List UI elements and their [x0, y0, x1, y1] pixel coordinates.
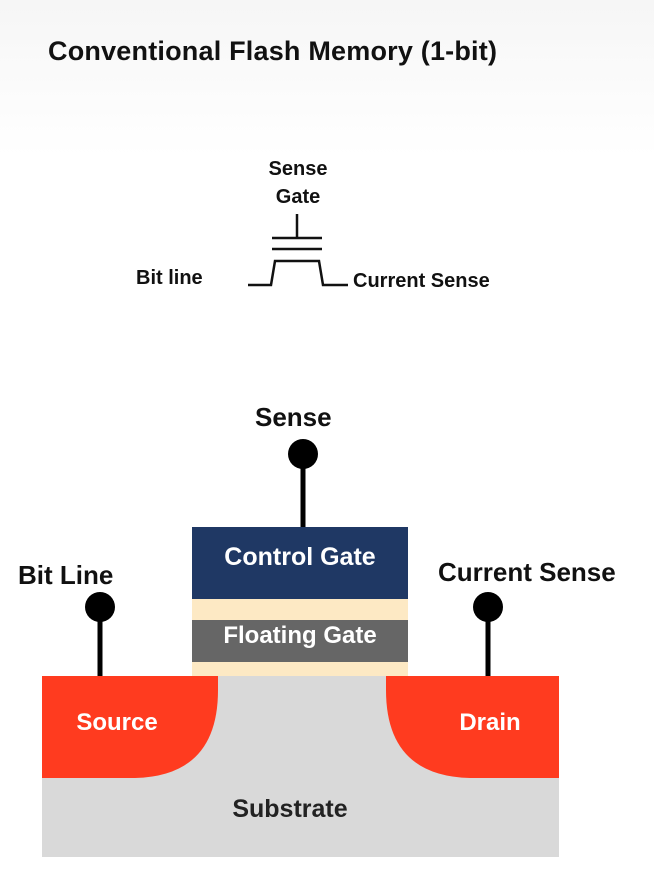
- bit-line-terminal-label: Bit Line: [18, 560, 114, 590]
- drain-label: Drain: [459, 709, 521, 736]
- symbol-gate-label-line1: Sense: [268, 158, 328, 180]
- bit-line-terminal-dot: [85, 592, 115, 622]
- sense-terminal-label: Sense: [255, 402, 332, 432]
- floating-gate-label: Floating Gate: [223, 622, 377, 649]
- sense-terminal: [288, 439, 318, 527]
- page-title: Conventional Flash Memory (1-bit): [48, 36, 498, 66]
- transistor-symbol: [248, 214, 348, 287]
- current-sense-terminal-label: Current Sense: [438, 557, 616, 587]
- floating-gate-block: [192, 620, 408, 662]
- symbol-current-sense-label: Current Sense: [353, 270, 490, 292]
- current-sense-terminal: [473, 592, 503, 676]
- bit-line-terminal: [85, 592, 115, 676]
- lower-oxide-layer: [192, 662, 408, 676]
- current-sense-terminal-dot: [473, 592, 503, 622]
- control-gate-block: [192, 527, 408, 599]
- symbol-bit-line-label: Bit line: [136, 267, 203, 289]
- symbol-channel: [248, 259, 348, 287]
- source-label: Source: [76, 709, 158, 736]
- substrate-label: Substrate: [232, 795, 348, 823]
- upper-oxide-layer: [192, 599, 408, 620]
- source-region: [42, 676, 218, 778]
- drain-region: [386, 676, 559, 778]
- sense-terminal-dot: [288, 439, 318, 469]
- symbol-gate-label-line2: Gate: [275, 186, 321, 208]
- control-gate-label: Control Gate: [224, 543, 376, 571]
